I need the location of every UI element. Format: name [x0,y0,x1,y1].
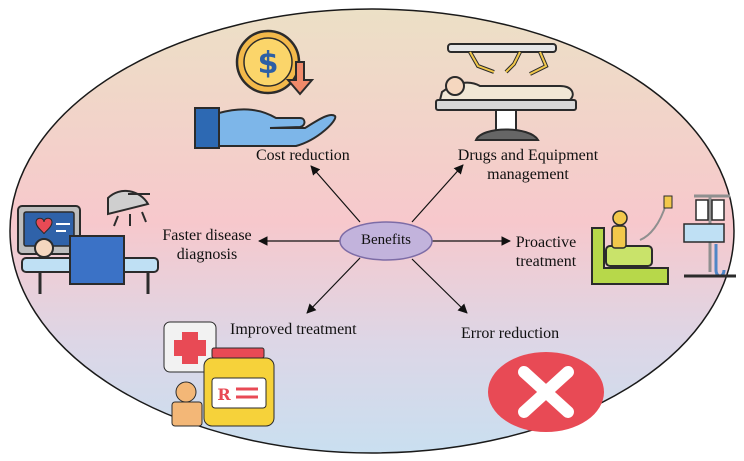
svg-text:R: R [217,385,231,404]
faster-diagnosis-label: Faster disease diagnosis [152,226,262,264]
hub-label: Benefits [361,232,411,248]
proactive-treatment-line1: Proactive [515,234,577,251]
dollar-coin-hand-icon: $ [194,29,337,149]
drugs-equipment-label: Drugs and Equipment management [438,146,618,184]
iv-chair-icon [591,194,736,285]
medicine-bottle-icon: R [163,321,275,427]
arrow-error-reduction [411,258,468,314]
cost-reduction-label: Cost reduction [256,147,350,164]
drugs-equipment-line1: Drugs and Equipment [457,147,599,164]
arrow-drugs-equipment [411,164,464,223]
arrow-cost-reduction [310,165,361,223]
surgery-robot-icon [435,43,577,141]
svg-text:$: $ [258,46,279,81]
faster-diagnosis-line2: diagnosis [176,246,238,263]
improved-treatment-label: Improved treatment [230,321,357,338]
error-reduction-label: Error reduction [461,325,560,342]
ultrasound-diagnosis-icon [17,189,159,294]
faster-diagnosis-line1: Faster disease [162,227,252,244]
proactive-treatment-line2: treatment [515,253,577,270]
arrow-improved-treatment [306,257,361,314]
error-cross-icon [488,352,604,432]
benefits-hub [339,221,433,261]
arrows [258,164,511,314]
proactive-treatment-label: Proactive treatment [506,233,586,271]
drugs-equipment-line2: management [487,166,569,183]
